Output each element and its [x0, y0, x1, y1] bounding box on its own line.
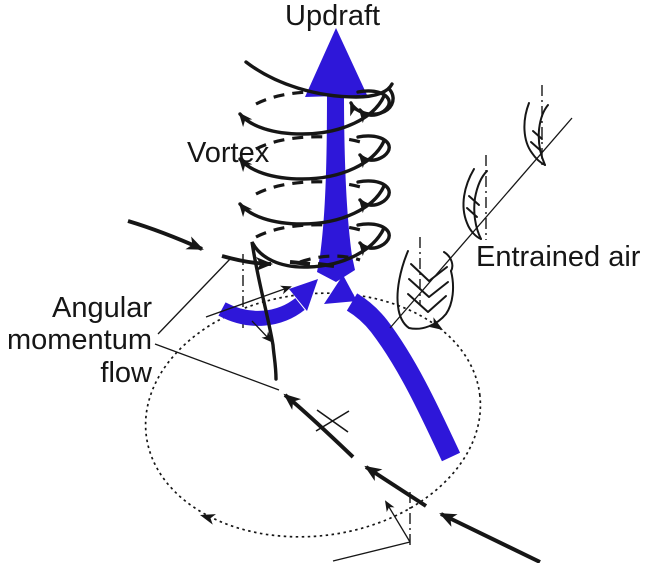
air-parcel-bottom	[396, 237, 455, 330]
surface-streamline-stem	[250, 226, 386, 381]
air-parcel-top	[523, 85, 549, 166]
air-parcel-middle	[462, 155, 488, 240]
helix-base-dashed-arc	[299, 254, 361, 264]
entrained-air-parcels	[396, 85, 549, 330]
entrained-air-inflow-arrow	[324, 275, 461, 462]
inflow-streamline-upper-left	[127, 219, 335, 271]
leader-lines	[154, 257, 280, 391]
entrained-air-label: Entrained air	[476, 241, 641, 273]
updraft-label: Updraft	[285, 0, 381, 32]
x-mark	[315, 409, 350, 433]
entrained-air-trajectory-line	[389, 117, 573, 329]
section-vector-arrows	[205, 285, 411, 562]
updraft-arrowhead	[305, 28, 367, 97]
vortex-label: Vortex	[187, 137, 270, 169]
surface-streamline	[283, 393, 541, 563]
angular-momentum-inflow-arrow	[218, 279, 318, 326]
circulation-arrowhead-left	[200, 514, 216, 525]
vortex-helix	[238, 60, 395, 257]
angular-momentum-label: Angular momentum flow	[6, 292, 152, 389]
cross-section-markers	[242, 254, 411, 545]
updraft-arrow	[305, 28, 367, 282]
updraft-funnel-shaft	[317, 90, 355, 282]
